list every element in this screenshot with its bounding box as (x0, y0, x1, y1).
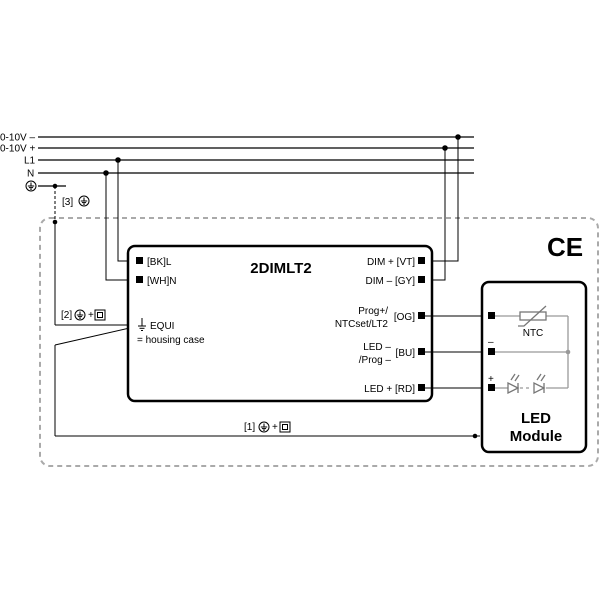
driver-box (126, 244, 434, 403)
luminaire-enclosure (39, 217, 599, 467)
driver-led-neg-line1: LED – (363, 342, 391, 353)
protective-earth-icon (78, 195, 90, 207)
equi-housing-label: = housing case (137, 335, 205, 346)
led-diode-icon (507, 373, 520, 395)
mains-lines (38, 136, 474, 187)
driver-wh-label: [WH]N (147, 276, 176, 287)
note-1-plus: + (272, 422, 278, 433)
driver-bu: [BU] (396, 348, 416, 359)
earth-ground-icon (25, 180, 37, 192)
terminal-og (418, 312, 425, 319)
led-plus: + (488, 374, 494, 385)
terminal-gy (418, 276, 425, 283)
led-minus: – (488, 337, 494, 348)
label-dim-minus: 0-10V – (0, 133, 35, 144)
led-module-title-1: LED (521, 410, 551, 427)
equi-label: EQUI (150, 321, 174, 332)
double-insulation-icon (279, 421, 291, 433)
double-insulation-icon (94, 309, 106, 321)
label-n: N (27, 169, 34, 180)
driver-title: 2DIMLT2 (250, 260, 311, 277)
led-ntc-label: NTC (523, 328, 544, 339)
dim-wires (424, 134, 461, 281)
note-2: [2] (61, 310, 72, 321)
equi-ground-icon (138, 318, 146, 331)
driver-bk-label: [BK]L (147, 257, 172, 268)
label-l1: L1 (24, 156, 36, 167)
terminal-rd (418, 384, 425, 391)
terminal-bk (136, 257, 143, 264)
driver-dim-minus: DIM – [GY] (366, 276, 416, 287)
note-3: [3] (62, 197, 73, 208)
note-1: [1] (244, 422, 255, 433)
driver-led-pos: LED + [RD] (364, 384, 415, 395)
led-terminal-og (488, 312, 495, 319)
ntc-thermistor-icon (518, 305, 547, 327)
led-module-box (480, 280, 588, 454)
driver-prog-line1: Prog+/ (358, 306, 388, 317)
led-terminal-bu (488, 348, 495, 355)
terminal-wh (136, 276, 143, 283)
terminal-bu (418, 348, 425, 355)
driver-dim-plus: DIM + [VT] (367, 257, 415, 268)
led-module-title-2: Module (510, 428, 563, 445)
led-terminal-rd (488, 384, 495, 391)
led-junction (565, 349, 571, 355)
driver-prog-line2: NTCset/LT2 (335, 319, 389, 330)
terminal-vt (418, 257, 425, 264)
led-diode-icon (533, 373, 546, 395)
ce-mark-icon: CE (547, 232, 583, 262)
driver-led-neg-line2: /Prog – (359, 355, 392, 366)
protective-earth-icon (74, 309, 86, 321)
note-2-plus: + (88, 310, 94, 321)
label-dim-plus: 0-10V + (0, 144, 35, 155)
protective-earth-icon (258, 421, 270, 433)
led-wires (425, 315, 490, 389)
driver-og: [OG] (394, 312, 415, 323)
